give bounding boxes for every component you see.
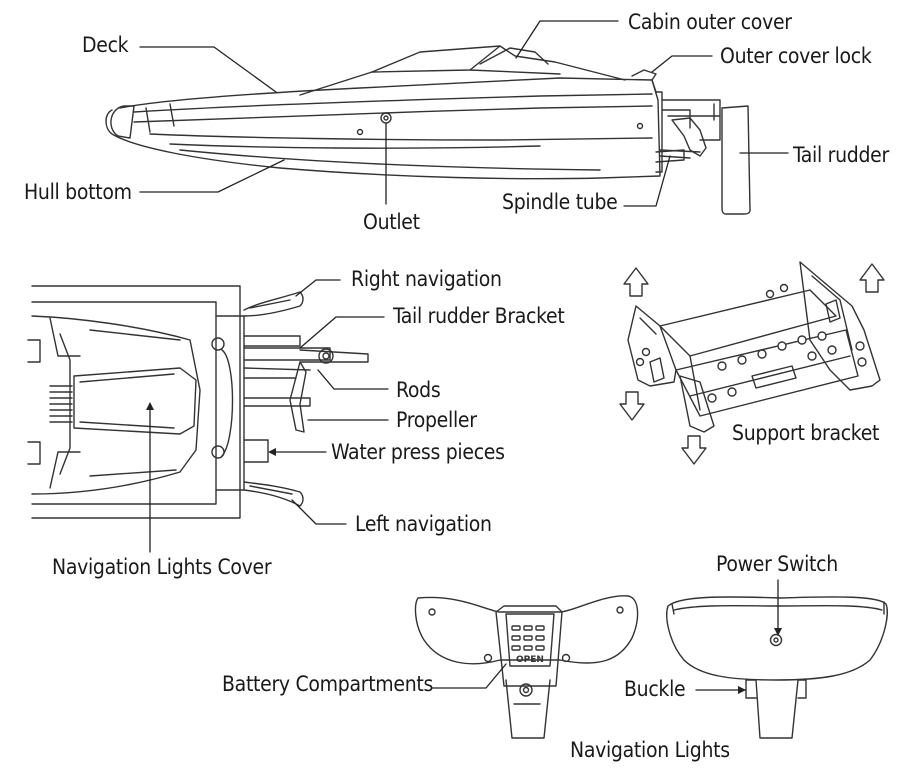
label-rods: Rods bbox=[396, 378, 441, 402]
right-navigation-light bbox=[243, 291, 304, 317]
label-support-bracket: Support bracket bbox=[732, 421, 880, 445]
down-arrow-right bbox=[681, 435, 707, 465]
label-battery-compartments: Battery Compartments bbox=[222, 672, 434, 696]
up-arrow-left bbox=[623, 267, 649, 297]
label-cabin-outer-cover: Cabin outer cover bbox=[628, 10, 792, 34]
hull-outline bbox=[105, 79, 661, 180]
label-hull-bottom: Hull bottom bbox=[24, 180, 132, 204]
label-deck: Deck bbox=[82, 33, 129, 57]
hull-deck-line bbox=[119, 77, 657, 109]
power-switch-button bbox=[769, 633, 783, 647]
battery-contacts bbox=[511, 625, 545, 651]
label-navigation-lights: Navigation Lights bbox=[570, 738, 730, 762]
label-tail-rudder: Tail rudder bbox=[793, 143, 889, 167]
label-buckle: Buckle bbox=[624, 677, 686, 701]
label-propeller: Propeller bbox=[396, 408, 477, 432]
boat-side-view bbox=[105, 45, 751, 215]
label-outer-cover-lock: Outer cover lock bbox=[720, 44, 872, 68]
label-water-press-pieces: Water press pieces bbox=[331, 440, 505, 464]
transom bbox=[655, 91, 663, 173]
outer-cover-lock-shape bbox=[631, 69, 657, 81]
label-navigation-lights-cover: Navigation Lights Cover bbox=[52, 555, 272, 579]
nav-light-front-view bbox=[666, 596, 888, 739]
boat-stern-top-view bbox=[27, 285, 369, 519]
support-bracket-drawing bbox=[619, 261, 885, 465]
water-press-pieces-shape bbox=[243, 439, 269, 463]
propeller-blades bbox=[289, 361, 307, 433]
nav-light-back-view bbox=[414, 595, 639, 739]
label-spindle-tube: Spindle tube bbox=[502, 190, 618, 214]
leader-lines bbox=[139, 20, 789, 691]
label-outlet: Outlet bbox=[363, 210, 420, 234]
rudder-arm bbox=[671, 117, 707, 157]
cooling-fins bbox=[49, 385, 73, 423]
bracket-holes bbox=[635, 283, 867, 403]
navigation-lights-cover-plate bbox=[73, 367, 197, 435]
left-navigation-light bbox=[243, 481, 304, 507]
label-left-navigation: Left navigation bbox=[355, 512, 492, 536]
tail-rudder-blade bbox=[721, 105, 751, 215]
nose-cap bbox=[110, 105, 135, 139]
bracket-pivot bbox=[318, 348, 334, 364]
outlet-port bbox=[380, 112, 392, 124]
down-arrow-left bbox=[619, 391, 645, 421]
buckle-shape bbox=[745, 679, 807, 739]
cabin-outer-cover-shape bbox=[479, 47, 549, 65]
label-tail-rudder-bracket: Tail rudder Bracket bbox=[393, 304, 565, 328]
open-marking: OPEN bbox=[516, 655, 544, 665]
label-right-navigation: Right navigation bbox=[351, 267, 502, 291]
label-power-switch: Power Switch bbox=[716, 552, 838, 576]
up-arrow-right bbox=[859, 263, 885, 293]
spindle-tube-shape bbox=[655, 149, 685, 163]
